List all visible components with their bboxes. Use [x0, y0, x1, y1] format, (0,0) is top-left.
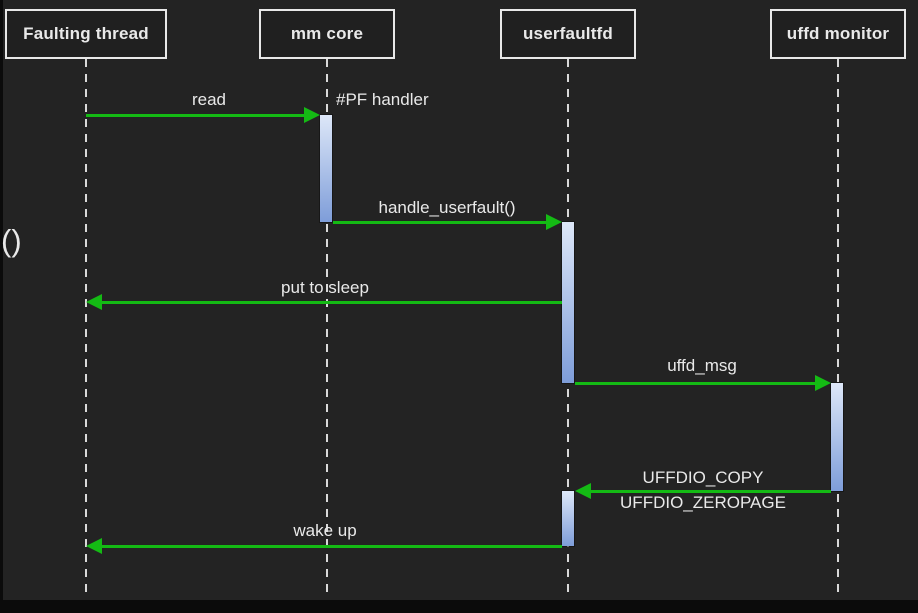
- message-line-read: [86, 114, 307, 117]
- message-arrowhead-put-to-sleep: [86, 294, 102, 310]
- message-label-handle-userfault: handle_userfault(): [378, 198, 516, 217]
- lifeline-faulting-thread: [85, 59, 87, 598]
- message-label-read: read: [191, 90, 227, 109]
- message-line-handle-userfault: [333, 221, 549, 224]
- message-arrowhead-uffd-msg: [815, 375, 831, 391]
- activation-bar-userfaultfd-1: [562, 222, 574, 383]
- message-label-uffd-msg: uffd_msg: [667, 356, 737, 375]
- message-line-wake-up: [99, 545, 562, 548]
- message-label-wake-up: wake up: [293, 521, 357, 540]
- activation-bar-userfaultfd-3: [562, 491, 574, 546]
- message-arrowhead-wake-up: [86, 538, 102, 554]
- message-label-uffdio-copy: UFFDIO_COPY: [642, 468, 764, 487]
- activation-bar-mm-core-0: [320, 115, 332, 222]
- lifeline-uffd-monitor: [837, 59, 839, 598]
- actor-box-uffd-monitor: uffd monitor: [770, 9, 906, 59]
- actor-box-faulting-thread: Faulting thread: [5, 9, 167, 59]
- message-label-put-to-sleep: put to sleep: [281, 278, 369, 297]
- message-arrowhead-uffdio-copy: [575, 483, 591, 499]
- pf-handler-note: #PF handler: [336, 90, 429, 109]
- bottom-edge-strip: [0, 600, 918, 613]
- message-arrowhead-read: [304, 107, 320, 123]
- message-line-uffd-msg: [575, 382, 818, 385]
- message-arrowhead-handle-userfault: [546, 214, 562, 230]
- left-edge-strip: [0, 0, 3, 613]
- activation-bar-uffd-monitor-2: [831, 383, 843, 491]
- actor-box-mm-core: mm core: [259, 9, 395, 59]
- actor-box-userfaultfd: userfaultfd: [500, 9, 636, 59]
- clipped-text-fragment: (): [1, 223, 22, 258]
- message-line-uffdio-copy: [588, 490, 831, 493]
- message-label-uffdio-zeropage: UFFDIO_ZEROPAGE: [620, 493, 786, 512]
- lifeline-mm-core: [326, 59, 328, 598]
- message-line-put-to-sleep: [99, 301, 562, 304]
